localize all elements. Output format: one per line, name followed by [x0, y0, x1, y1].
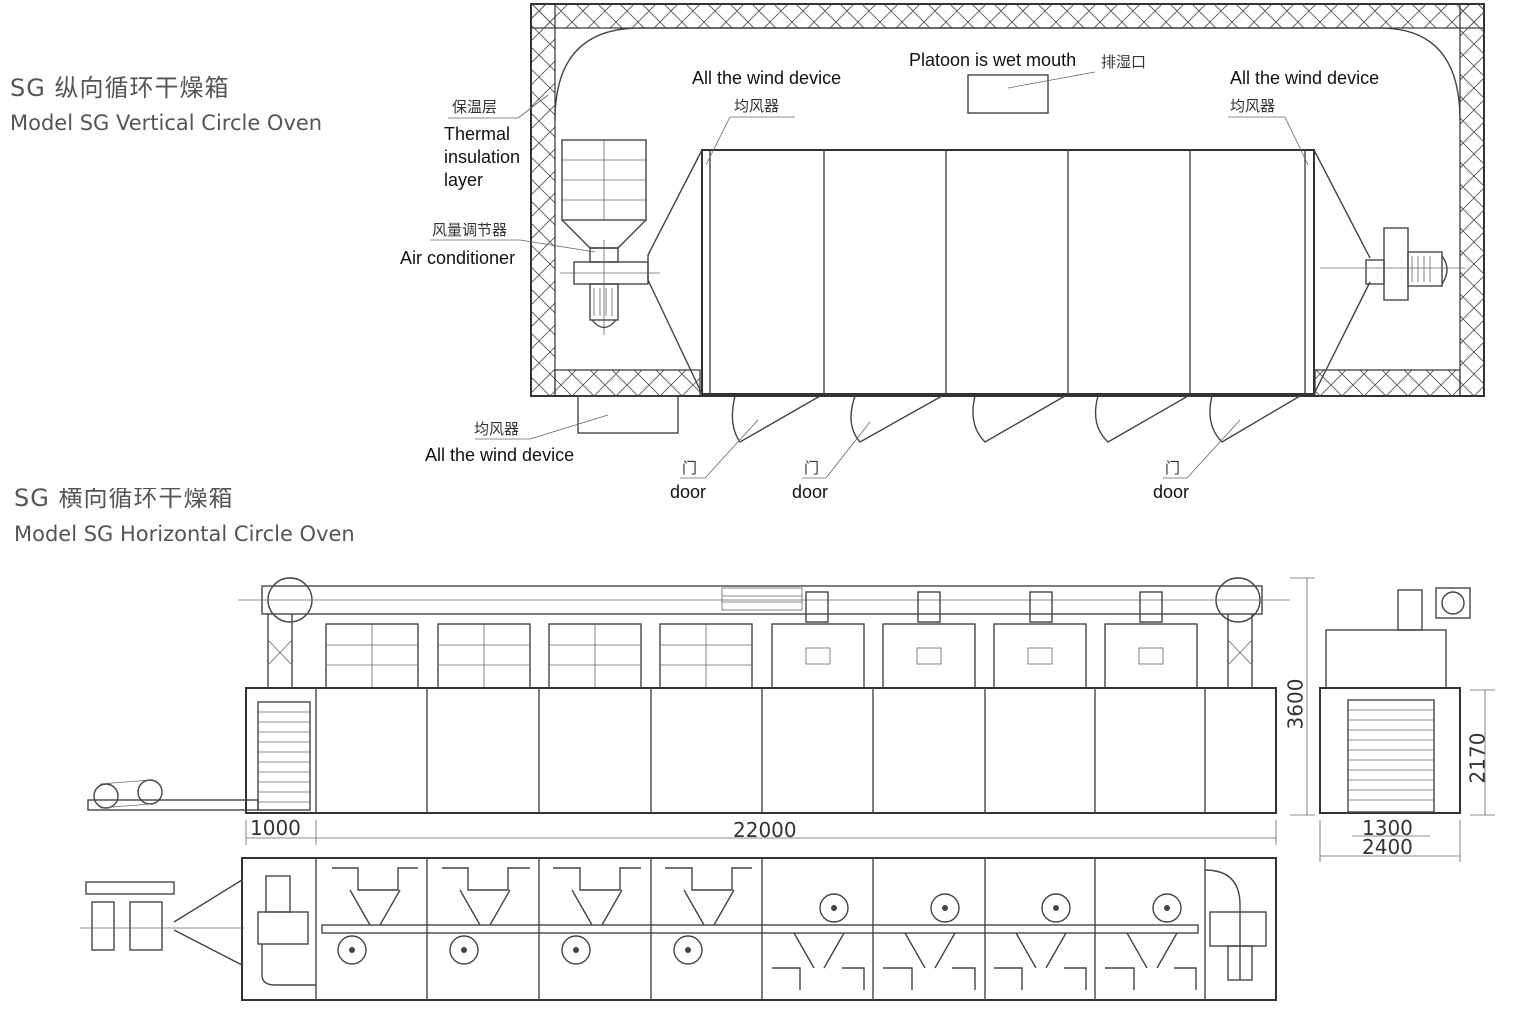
horizontal-oven-title-cn: SG 横向循环干燥箱 [14, 484, 234, 512]
horizontal-oven-title-en: Model SG Horizontal Circle Oven [14, 522, 355, 546]
vertical-oven-title-en: Model SG Vertical Circle Oven [10, 111, 323, 135]
vertical-oven-drawing [430, 3, 1485, 479]
moisture-outlet-label-en: Platoon is wet mouth [909, 50, 1077, 70]
regulator-label-en: Air conditioner [400, 248, 516, 268]
door-2-label-cn: 门 [804, 459, 820, 477]
dimension-side-inner: 1300 [1362, 816, 1413, 840]
regulator-label-cn: 风量调节器 [432, 221, 508, 239]
horizontal-oven-end-view [1319, 587, 1495, 862]
door-1-label-cn: 门 [682, 459, 698, 477]
right-wind-device-label-cn: 均风器 [1230, 97, 1276, 115]
bottom-wind-device-label-cn: 均风器 [474, 420, 520, 438]
horizontal-oven-plan-view [80, 857, 1277, 1001]
door-3-label-cn: 门 [1165, 459, 1181, 477]
insulation-label-en-1: Thermal [444, 124, 511, 144]
door-1-label-en: door [670, 482, 707, 502]
moisture-outlet-label-cn: 排湿口 [1101, 53, 1147, 71]
insulation-label-en-3: layer [444, 170, 484, 190]
door-2-label-en: door [792, 482, 829, 502]
dimension-side-height: 2170 [1465, 732, 1490, 784]
insulation-label-cn: 保温层 [452, 98, 498, 116]
door-3-label-en: door [1153, 482, 1190, 502]
horizontal-oven-elevation [87, 577, 1315, 845]
bottom-wind-device-label-en: All the wind device [425, 445, 575, 465]
insulation-label-en-2: insulation [444, 147, 521, 167]
vertical-oven-title-cn: SG 纵向循环干燥箱 [10, 74, 230, 102]
dimension-feed-length: 1000 [250, 816, 301, 840]
left-wind-device-label-cn: 均风器 [734, 97, 780, 115]
dimension-main-length: 22000 [733, 818, 797, 842]
dimension-side-width: 2400 [1362, 835, 1413, 859]
left-wind-device-label-en: All the wind device [692, 68, 842, 88]
right-wind-device-label-en: All the wind device [1230, 68, 1380, 88]
dimension-total-height: 3600 [1283, 678, 1308, 730]
